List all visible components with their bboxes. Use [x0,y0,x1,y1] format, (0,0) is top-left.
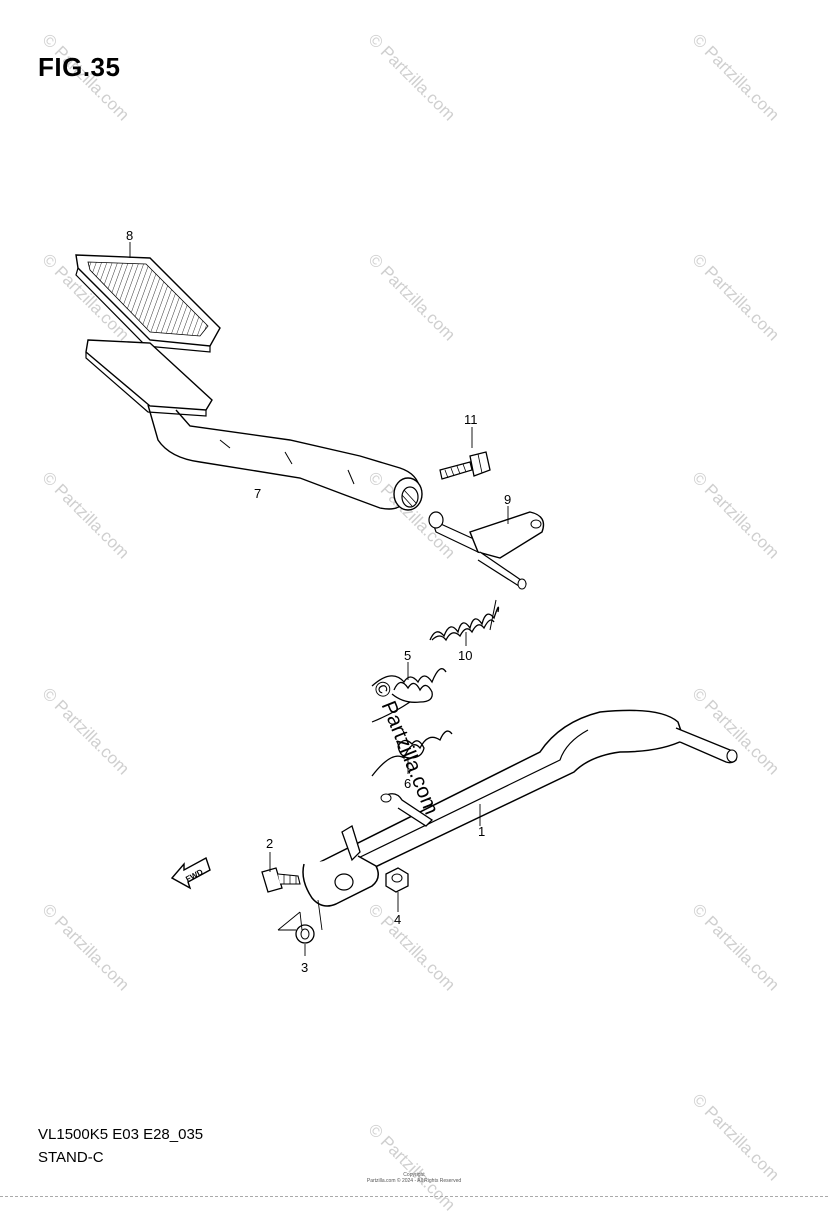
bottom-divider [0,1196,828,1197]
footrest-rubber-pad[interactable] [75,254,221,353]
stand-spring[interactable] [371,668,447,723]
callout-5: 5 [404,648,411,663]
callout-4: 4 [394,912,401,927]
callout-2: 2 [266,836,273,851]
callout-10: 10 [458,648,472,663]
pivot-bolt[interactable] [261,867,301,893]
callout-6: 6 [404,776,411,791]
brake-pedal[interactable] [85,339,423,511]
copyright-line-1: Copyright [403,1172,425,1178]
figure-title: FIG.35 [38,52,121,82]
leader-lines [129,242,509,956]
side-stand[interactable] [302,709,738,907]
model-code: VL1500K5 E03 E28_035 [38,1126,204,1143]
copyright-notice: Copyright Partzilla.com © 2024 - All Rig… [0,1172,828,1184]
washer[interactable] [295,924,315,944]
forward-arrow-icon: FWD [170,856,211,890]
callout-1: 1 [478,824,485,839]
return-spring[interactable] [429,599,500,642]
nut[interactable] [385,867,409,893]
copyright-line-2: Partzilla.com © 2024 - All Rights Reserv… [366,1178,462,1184]
callout-11: 11 [464,412,478,427]
stand-spring-inner[interactable] [371,730,453,777]
callout-9: 9 [504,492,511,507]
brake-lever-arm[interactable] [428,511,545,590]
figure-name: STAND-C [38,1149,104,1166]
callout-3: 3 [301,960,308,975]
bolt[interactable] [439,451,491,480]
callout-8: 8 [126,228,133,243]
callout-7: 7 [254,486,261,501]
